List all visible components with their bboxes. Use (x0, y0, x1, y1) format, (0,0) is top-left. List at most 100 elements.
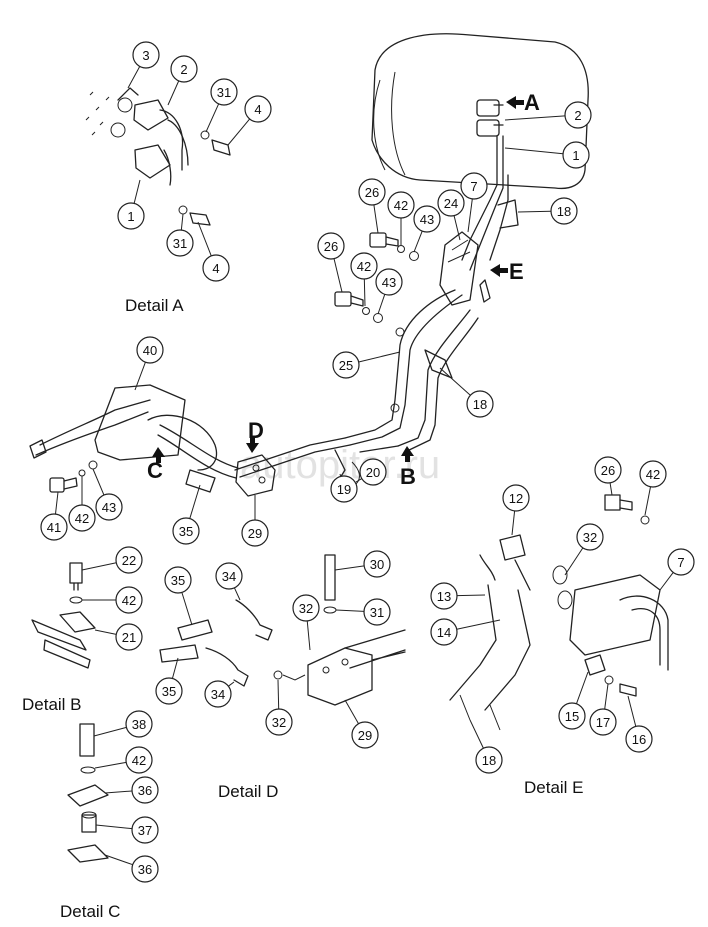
callout-16: 16 (625, 695, 653, 753)
detail-label-b: Detail B (22, 695, 82, 714)
callout-42: 42 (94, 746, 153, 774)
callout-14: 14 (430, 618, 501, 646)
callout-number: 15 (565, 709, 579, 724)
view-letter-d: D (248, 418, 264, 443)
callout-number: 22 (122, 553, 136, 568)
callout-number: 3 (142, 48, 149, 63)
callout-43: 43 (375, 268, 403, 315)
callout-leader-line (627, 695, 637, 727)
callout-21: 21 (94, 623, 143, 651)
callout-leader-line (167, 80, 180, 106)
callout-4: 4 (197, 221, 230, 282)
callout-number: 16 (632, 732, 646, 747)
callout-leader-line (94, 761, 127, 769)
callout-leader-line (189, 484, 201, 519)
callout-31: 31 (205, 78, 238, 133)
callout-42: 42 (350, 252, 378, 307)
callout-number: 7 (677, 555, 684, 570)
callout-32: 32 (564, 523, 604, 576)
callout-leader-line (205, 103, 220, 133)
callout-36: 36 (104, 854, 159, 883)
callout-4: 4 (227, 95, 272, 146)
callout-31: 31 (166, 213, 194, 257)
callout-balloon (115, 546, 143, 574)
callout-number: 32 (583, 530, 597, 545)
callout-balloon (564, 101, 592, 129)
callout-43: 43 (92, 468, 123, 521)
callout-leader-line (564, 547, 584, 576)
callout-balloon (466, 390, 494, 418)
callout-30: 30 (334, 550, 391, 578)
callout-26: 26 (358, 178, 386, 234)
callout-17: 17 (589, 683, 617, 736)
callout-26: 26 (317, 232, 345, 293)
callout-26: 26 (594, 456, 622, 496)
callout-balloon (40, 513, 68, 541)
detail-a-drawing (85, 87, 231, 226)
callout-balloon (562, 141, 590, 169)
callout-balloon (351, 721, 379, 749)
callout-18: 18 (469, 719, 503, 774)
callout-number: 4 (254, 102, 261, 117)
callout-leader-line (604, 683, 609, 710)
callout-leader-line (456, 594, 486, 597)
callout-number: 36 (138, 862, 152, 877)
callout-number: 37 (138, 823, 152, 838)
callout-balloon (170, 55, 198, 83)
callout-13: 13 (430, 582, 486, 610)
callout-22: 22 (81, 546, 143, 574)
callout-leader-line (334, 565, 365, 571)
callout-balloon (475, 746, 503, 774)
part-callouts: 3231413142118724264243264243251840414243… (40, 41, 695, 883)
callout-number: 30 (370, 557, 384, 572)
callout-number: 42 (122, 593, 136, 608)
callout-balloon (241, 519, 269, 547)
callout-number: 31 (370, 605, 384, 620)
callout-leader-line (413, 230, 423, 253)
detail-label-e: Detail E (524, 778, 584, 797)
callout-number: 4 (212, 261, 219, 276)
callout-leader-line (504, 147, 564, 155)
callout-leader-line (277, 679, 280, 710)
callout-34: 34 (215, 562, 243, 601)
detail-label-a: Detail A (125, 296, 184, 315)
callout-balloon (589, 708, 617, 736)
callout-19: 19 (330, 473, 358, 503)
callout-balloon (430, 618, 458, 646)
callout-leader-line (54, 491, 59, 515)
callout-balloon (117, 202, 145, 230)
callout-number: 20 (366, 465, 380, 480)
callout-leader-line (363, 278, 366, 307)
callout-number: 42 (646, 467, 660, 482)
detail-e-drawing (449, 494, 669, 731)
callout-balloon (375, 268, 403, 296)
callout-leader-line (92, 468, 105, 496)
callout-40: 40 (134, 336, 164, 391)
callout-number: 42 (132, 753, 146, 768)
view-letter-a: A (524, 90, 540, 115)
callout-42: 42 (387, 191, 415, 245)
callout-number: 31 (173, 236, 187, 251)
callout-25: 25 (332, 351, 401, 379)
callout-7: 7 (460, 172, 488, 233)
callout-31: 31 (335, 598, 391, 626)
callout-number: 38 (132, 717, 146, 732)
callout-42: 42 (639, 460, 667, 516)
callout-2: 2 (504, 101, 592, 129)
callout-balloon (204, 680, 232, 708)
callout-35: 35 (155, 657, 183, 705)
callout-number: 42 (394, 198, 408, 213)
view-arrow-a (506, 96, 524, 109)
callout-24: 24 (437, 189, 465, 241)
callout-balloon (550, 197, 578, 225)
callout-leader-line (94, 629, 117, 635)
callout-1: 1 (117, 179, 145, 230)
callout-35: 35 (164, 566, 193, 626)
callout-29: 29 (241, 495, 269, 547)
view-arrow-e (490, 264, 508, 277)
callout-1: 1 (504, 141, 590, 169)
callout-number: 7 (470, 179, 477, 194)
callout-leader-line (469, 719, 484, 749)
callout-number: 43 (382, 275, 396, 290)
